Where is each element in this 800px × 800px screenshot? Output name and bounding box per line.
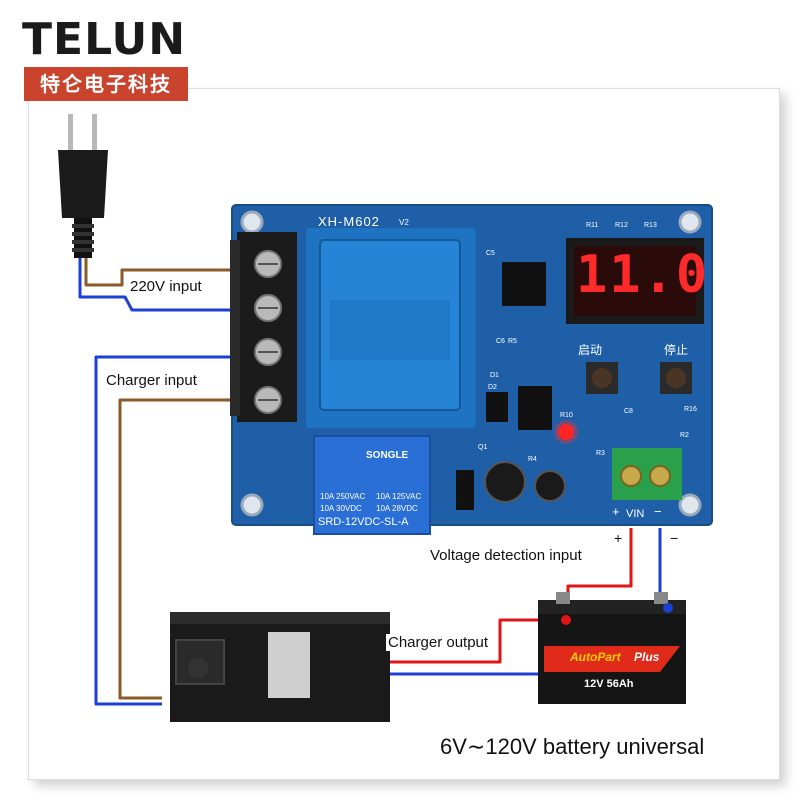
component-label: R13	[644, 222, 657, 229]
vin-terminal-label: VIN	[626, 508, 645, 520]
component-label: R10	[560, 412, 573, 419]
board-version: V2	[399, 218, 409, 227]
battery-sub: Plus	[634, 650, 660, 664]
relay-rating-right-2: 10A 28VDC	[376, 504, 418, 513]
component-label: Q1	[478, 444, 488, 451]
label-charger-input: Charger input	[104, 372, 199, 389]
relay-model: SRD-12VDC-SL-A	[318, 516, 409, 528]
component-label: C5	[486, 250, 495, 257]
board-model: XH-M602	[318, 214, 380, 229]
brand-logo: TELUN	[22, 14, 187, 65]
led-display: 11.0	[576, 245, 710, 305]
battery-spec: 12V 56Ah	[584, 678, 634, 690]
component-label: C6	[496, 338, 505, 345]
label-battery-universal: 6V∼120V battery universal	[440, 734, 705, 759]
component-label: R12	[615, 222, 628, 229]
relay-rating-left-2: 10A 30VDC	[320, 504, 362, 513]
stop-button-label: 停止	[664, 343, 689, 357]
xh-m602-board	[230, 204, 713, 535]
label-220v-input: 220V input	[128, 278, 204, 295]
label-voltage-detection-input: Voltage detection input	[428, 547, 584, 564]
component-label: D2	[488, 384, 497, 391]
board-plus-mark: +	[612, 504, 620, 519]
relay-brand: SONGLE	[366, 450, 409, 461]
relay-rating-left-1: 10A 250VAC	[320, 492, 366, 501]
label-minus: −	[670, 530, 679, 546]
label-plus: +	[614, 530, 623, 546]
power-plug-icon	[58, 114, 108, 258]
component-label: R2	[680, 432, 689, 439]
component-label: R4	[528, 456, 537, 463]
relay-rating-right-1: 10A 125VAC	[376, 492, 422, 501]
component-label: R11	[586, 222, 599, 229]
component-label: R16	[684, 406, 697, 413]
charger-adapter	[170, 612, 390, 722]
battery-brand: AutoPart	[570, 650, 621, 664]
board-minus-mark: −	[654, 504, 662, 519]
component-label: C8	[624, 408, 633, 415]
brand-subtitle: 特仑电子科技	[24, 67, 188, 101]
component-label: R5	[508, 338, 517, 345]
label-charger-output: Charger output	[386, 634, 491, 651]
start-button-label: 启动	[578, 343, 603, 357]
battery	[538, 592, 686, 704]
component-label: R3	[596, 450, 605, 457]
component-label: D1	[490, 372, 499, 379]
